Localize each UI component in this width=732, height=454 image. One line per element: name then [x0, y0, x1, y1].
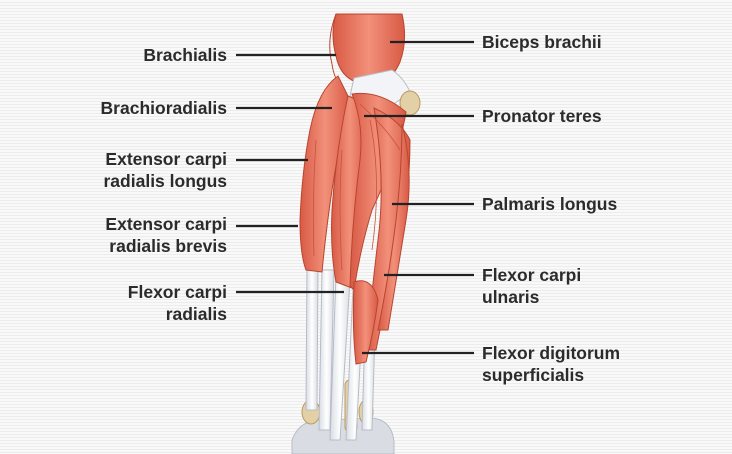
- label-palmaris-longus: Palmaris longus: [482, 193, 617, 215]
- label-biceps-brachii: Biceps brachii: [482, 31, 602, 53]
- label-pronator-teres: Pronator teres: [482, 105, 602, 127]
- label-extensor-carpi-radialis-brevis: Extensor carpi radialis brevis: [105, 213, 227, 257]
- label-brachialis: Brachialis: [143, 44, 227, 66]
- label-extensor-carpi-radialis-longus: Extensor carpi radialis longus: [104, 148, 228, 192]
- label-flexor-digitorum-superficialis: Flexor digitorum superficialis: [482, 342, 620, 386]
- label-flexor-carpi-ulnaris: Flexor carpi ulnaris: [482, 264, 581, 308]
- label-brachioradialis: Brachioradialis: [101, 97, 227, 119]
- label-flexor-carpi-radialis: Flexor carpi radialis: [128, 281, 227, 325]
